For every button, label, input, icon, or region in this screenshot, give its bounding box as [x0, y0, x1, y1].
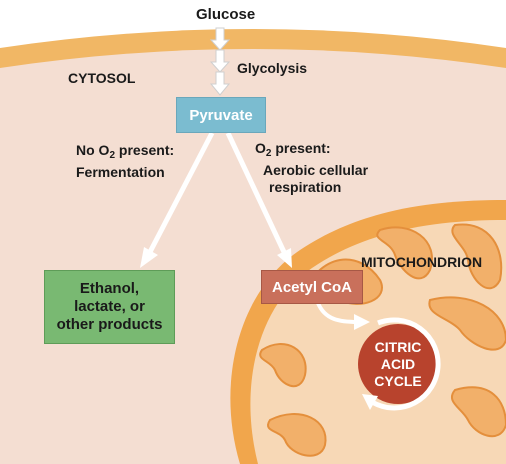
fermentation-label: Fermentation [76, 164, 165, 180]
products-line2: lactate, or [74, 298, 145, 315]
products-line3: other products [56, 316, 163, 333]
glycolysis-label: Glycolysis [237, 60, 308, 76]
aerobic-condition-label: O2 present: Aerobic cellular respiration [255, 140, 369, 195]
products-line1: Ethanol, [79, 280, 140, 297]
acetyl-coa-label: Acetyl CoA [271, 278, 353, 296]
citric-acid-cycle-label: CITRIC ACID CYCLE [374, 338, 422, 389]
glycolysis-arrows [209, 27, 231, 96]
fermentation-products-box: Ethanol, lactate, or other products [44, 270, 175, 344]
aerobic-arrow [225, 131, 292, 268]
pyruvate-label: Pyruvate [189, 106, 253, 124]
cycle-ring-arrow [370, 317, 441, 411]
anaerobic-condition-label: No O2 present: Fermentation [76, 142, 175, 180]
glucose-label: Glucose [196, 6, 256, 23]
mitochondrion-label: MITOCHONDRION [361, 254, 483, 270]
pyruvate-box: Pyruvate [176, 97, 266, 133]
citric-acid-cycle [358, 317, 441, 411]
fermentation-arrow [140, 131, 215, 268]
cytosol-label: CYTOSOL [68, 70, 136, 86]
acetyl-to-cycle-arrow [316, 302, 370, 330]
cycle-ring-arrowhead [362, 394, 378, 410]
acetyl-coa-box: Acetyl CoA [261, 270, 363, 304]
cycle-circle [358, 324, 438, 404]
